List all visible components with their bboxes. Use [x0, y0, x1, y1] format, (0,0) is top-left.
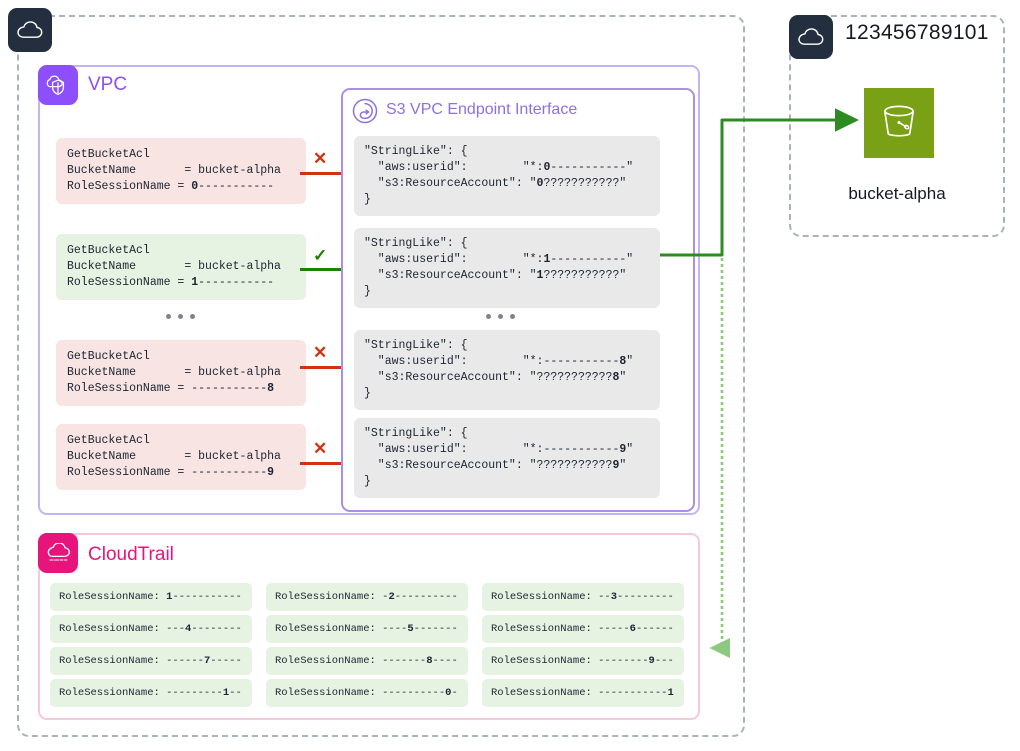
policy-line-account: "s3:ResourceAccount": "???????????8" — [364, 371, 627, 384]
cloudtrail-title: CloudTrail — [88, 544, 174, 565]
policy-card: "StringLike": { "aws:userid": "*:-------… — [354, 330, 660, 410]
vpc-icon — [38, 65, 78, 105]
s3-endpoint-title: S3 VPC Endpoint Interface — [386, 101, 578, 118]
list-item: RoleSessionName: -------8---- — [266, 647, 468, 675]
cloudtrail-log-list: RoleSessionName: 1----------- RoleSessio… — [50, 583, 690, 707]
request-line-session: RoleSessionName = -----------8 — [67, 382, 275, 395]
request-card: GetBucketAcl BucketName = bucket-alpha R… — [56, 424, 306, 490]
request-card: GetBucketAcl BucketName = bucket-alpha R… — [56, 234, 306, 300]
cloudtrail-icon — [38, 533, 78, 573]
request-line-action: GetBucketAcl — [67, 434, 150, 447]
policy-line-account: "s3:ResourceAccount": "0???????????" — [364, 177, 627, 190]
connector-deny — [300, 172, 341, 175]
policy-line-account: "s3:ResourceAccount": "1???????????" — [364, 269, 627, 282]
connector-deny — [300, 366, 341, 369]
account-id-label: 123456789101 — [845, 21, 989, 44]
request-card: GetBucketAcl BucketName = bucket-alpha R… — [56, 340, 306, 406]
policy-line-userid: "aws:userid": "*:-----------8" — [364, 355, 634, 368]
policy-line-account: "s3:ResourceAccount": "???????????9" — [364, 459, 627, 472]
request-line-action: GetBucketAcl — [67, 350, 150, 363]
policy-line-userid: "aws:userid": "*:-----------9" — [364, 443, 634, 456]
request-line-session: RoleSessionName = 0----------- — [67, 180, 275, 193]
list-item: RoleSessionName: -----6------ — [482, 615, 684, 643]
list-item: RoleSessionName: -2---------- — [266, 583, 468, 611]
request-line-session: RoleSessionName = 1----------- — [67, 276, 275, 289]
connector-deny — [300, 462, 341, 465]
request-card: GetBucketAcl BucketName = bucket-alpha R… — [56, 138, 306, 204]
aws-cloud-icon — [8, 8, 52, 52]
verdict-deny-icon: ✕ — [313, 343, 328, 362]
request-line-bucket: BucketName = bucket-alpha — [67, 450, 281, 463]
verdict-allow-icon: ✓ — [313, 246, 328, 265]
ellipsis-indicator — [166, 314, 195, 319]
policy-line-userid: "aws:userid": "*:0-----------" — [364, 161, 634, 174]
list-item: RoleSessionName: --------9--- — [482, 647, 684, 675]
s3-vpc-endpoint-icon — [352, 98, 378, 124]
list-item: RoleSessionName: ----------0- — [266, 679, 468, 707]
list-item: RoleSessionName: ----5------- — [266, 615, 468, 643]
policy-card: "StringLike": { "aws:userid": "*:0------… — [354, 136, 660, 216]
request-line-action: GetBucketAcl — [67, 244, 150, 257]
list-item: RoleSessionName: ------7----- — [50, 647, 252, 675]
left-account-boundary — [17, 15, 745, 737]
request-line-session: RoleSessionName = -----------9 — [67, 466, 275, 479]
list-item: RoleSessionName: ---4-------- — [50, 615, 252, 643]
verdict-deny-icon: ✕ — [313, 149, 328, 168]
request-line-action: GetBucketAcl — [67, 148, 150, 161]
aws-cloud-icon — [789, 15, 833, 59]
bucket-label: bucket-alpha — [848, 184, 946, 203]
policy-card: "StringLike": { "aws:userid": "*:1------… — [354, 228, 660, 308]
list-item: RoleSessionName: ---------1-- — [50, 679, 252, 707]
policy-line-userid: "aws:userid": "*:1-----------" — [364, 253, 634, 266]
connector-allow — [300, 268, 341, 271]
request-line-bucket: BucketName = bucket-alpha — [67, 260, 281, 273]
list-item: RoleSessionName: --3--------- — [482, 583, 684, 611]
request-line-bucket: BucketName = bucket-alpha — [67, 164, 281, 177]
ellipsis-indicator — [486, 314, 515, 319]
request-line-bucket: BucketName = bucket-alpha — [67, 366, 281, 379]
s3-bucket-icon — [864, 88, 934, 158]
list-item: RoleSessionName: -----------1 — [482, 679, 684, 707]
vpc-title: VPC — [88, 74, 128, 95]
list-item: RoleSessionName: 1----------- — [50, 583, 252, 611]
policy-card: "StringLike": { "aws:userid": "*:-------… — [354, 418, 660, 498]
verdict-deny-icon: ✕ — [313, 439, 328, 458]
